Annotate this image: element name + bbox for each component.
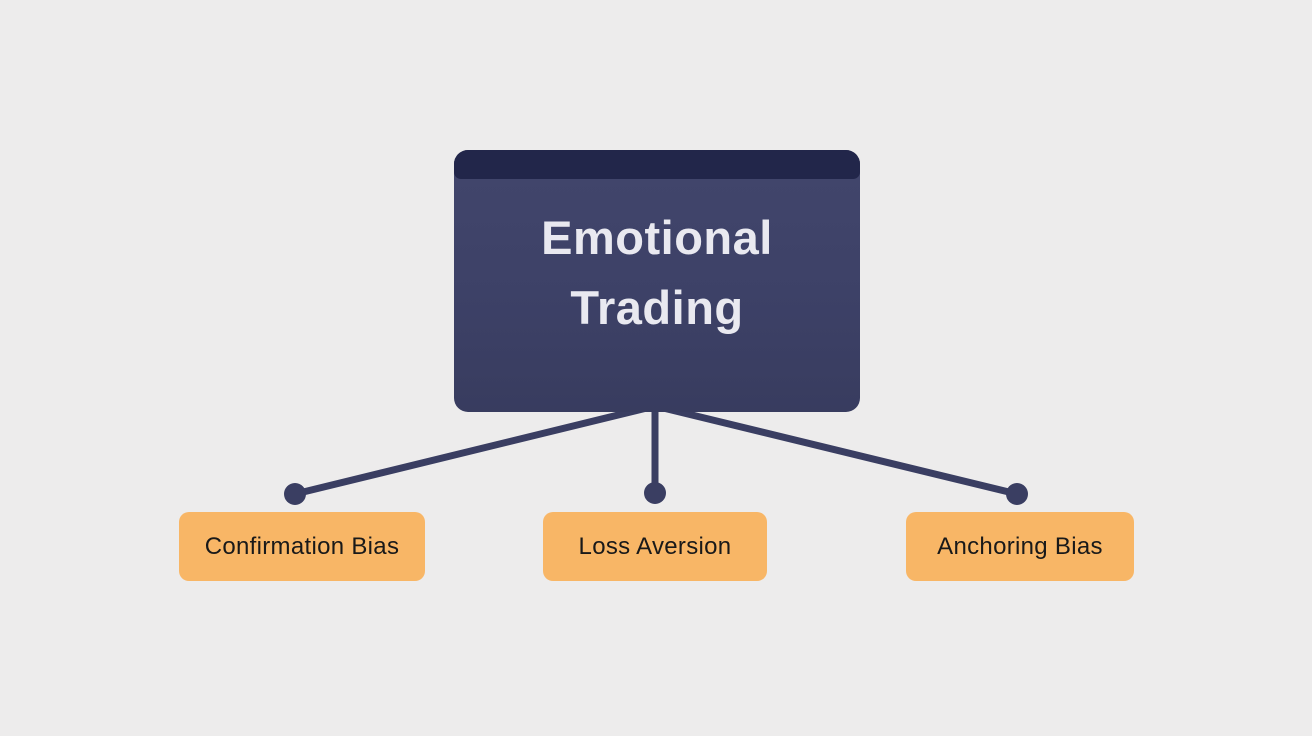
child-node-loss-aversion: Loss Aversion bbox=[543, 512, 767, 581]
connector-dot-right bbox=[1006, 483, 1028, 505]
connector-line-left bbox=[291, 402, 659, 498]
child-node-label: Loss Aversion bbox=[578, 532, 732, 560]
root-node-emotional-trading: Emotional Trading bbox=[454, 150, 860, 412]
child-node-label: Anchoring Bias bbox=[937, 532, 1103, 560]
connector-dot-left bbox=[284, 483, 306, 505]
child-node-anchoring-bias: Anchoring Bias bbox=[906, 512, 1134, 581]
root-node-header-bar bbox=[454, 150, 860, 179]
child-node-label: Confirmation Bias bbox=[204, 532, 400, 560]
child-node-confirmation-bias: Confirmation Bias bbox=[179, 512, 425, 581]
connector-dot-middle bbox=[644, 482, 666, 504]
connector-line-right bbox=[651, 402, 1021, 498]
root-node-label: Emotional Trading bbox=[541, 210, 773, 335]
